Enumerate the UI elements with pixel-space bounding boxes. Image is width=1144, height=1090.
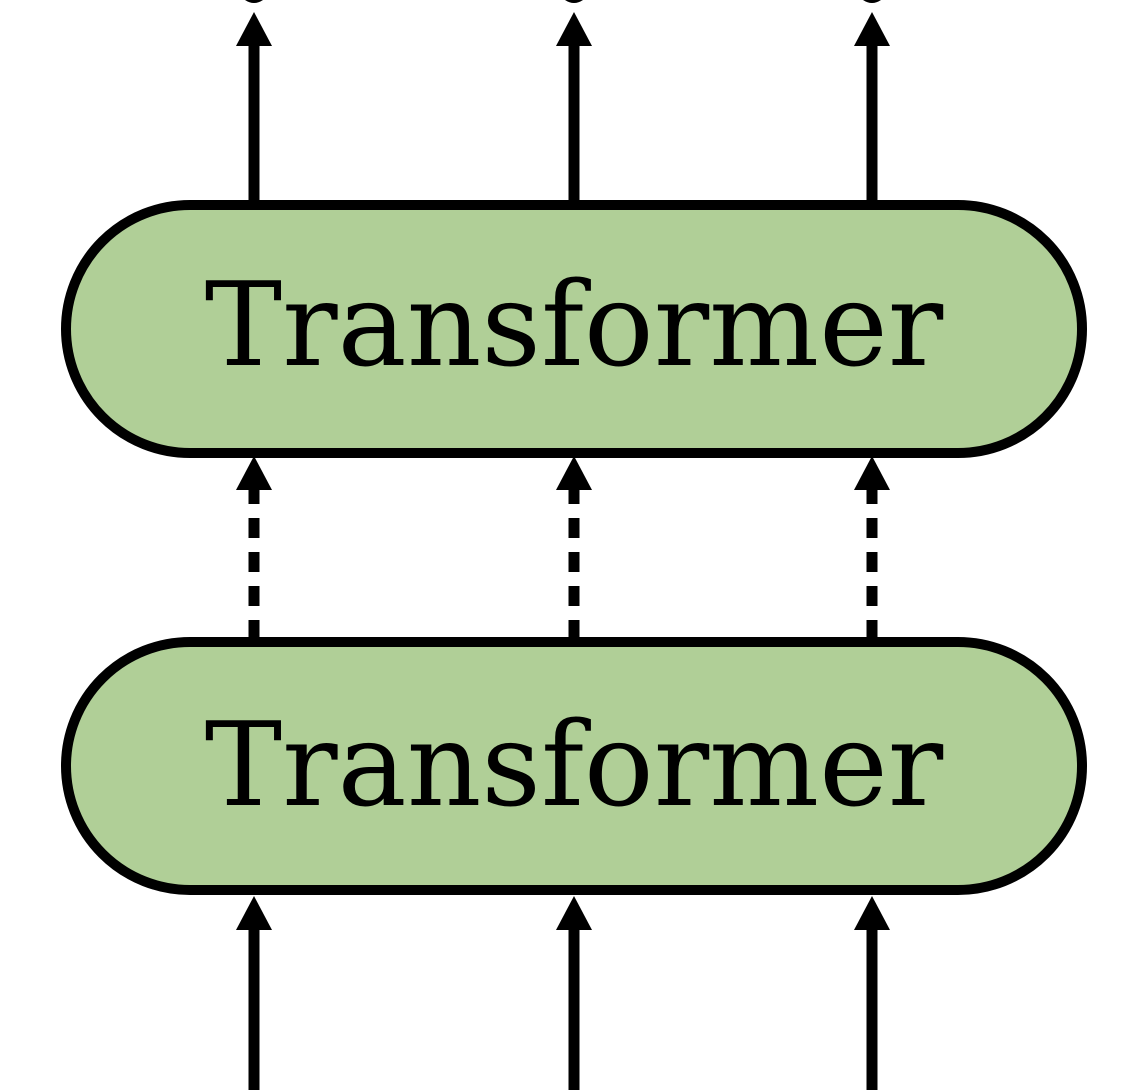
output-arrowhead-2 — [556, 12, 592, 46]
transformer-block-upper-label: Transformer — [205, 258, 944, 393]
transformer-block-lower-label: Transformer — [205, 698, 944, 833]
output-arrows — [236, 0, 890, 205]
input-arrowhead-1 — [236, 896, 272, 930]
input-arrows — [236, 896, 890, 1090]
connector-arrows — [236, 456, 890, 640]
input-arrowhead-2 — [556, 896, 592, 930]
output-arrow-tail-3 — [863, 0, 881, 3]
connector-arrowhead-2 — [556, 456, 592, 490]
output-arrowhead-3 — [854, 12, 890, 46]
input-arrowhead-3 — [854, 896, 890, 930]
connector-arrowhead-3 — [854, 456, 890, 490]
output-arrowhead-1 — [236, 12, 272, 46]
transformer-block-upper-shape — [61, 200, 1087, 458]
connector-arrowhead-1 — [236, 456, 272, 490]
transformer-block-lower-shape — [61, 637, 1087, 895]
output-arrow-tail-1 — [245, 0, 263, 3]
transformer-block-upper: Transformer — [61, 200, 1087, 458]
output-arrow-tail-2 — [565, 0, 583, 3]
transformer-block-lower: Transformer — [61, 637, 1087, 895]
